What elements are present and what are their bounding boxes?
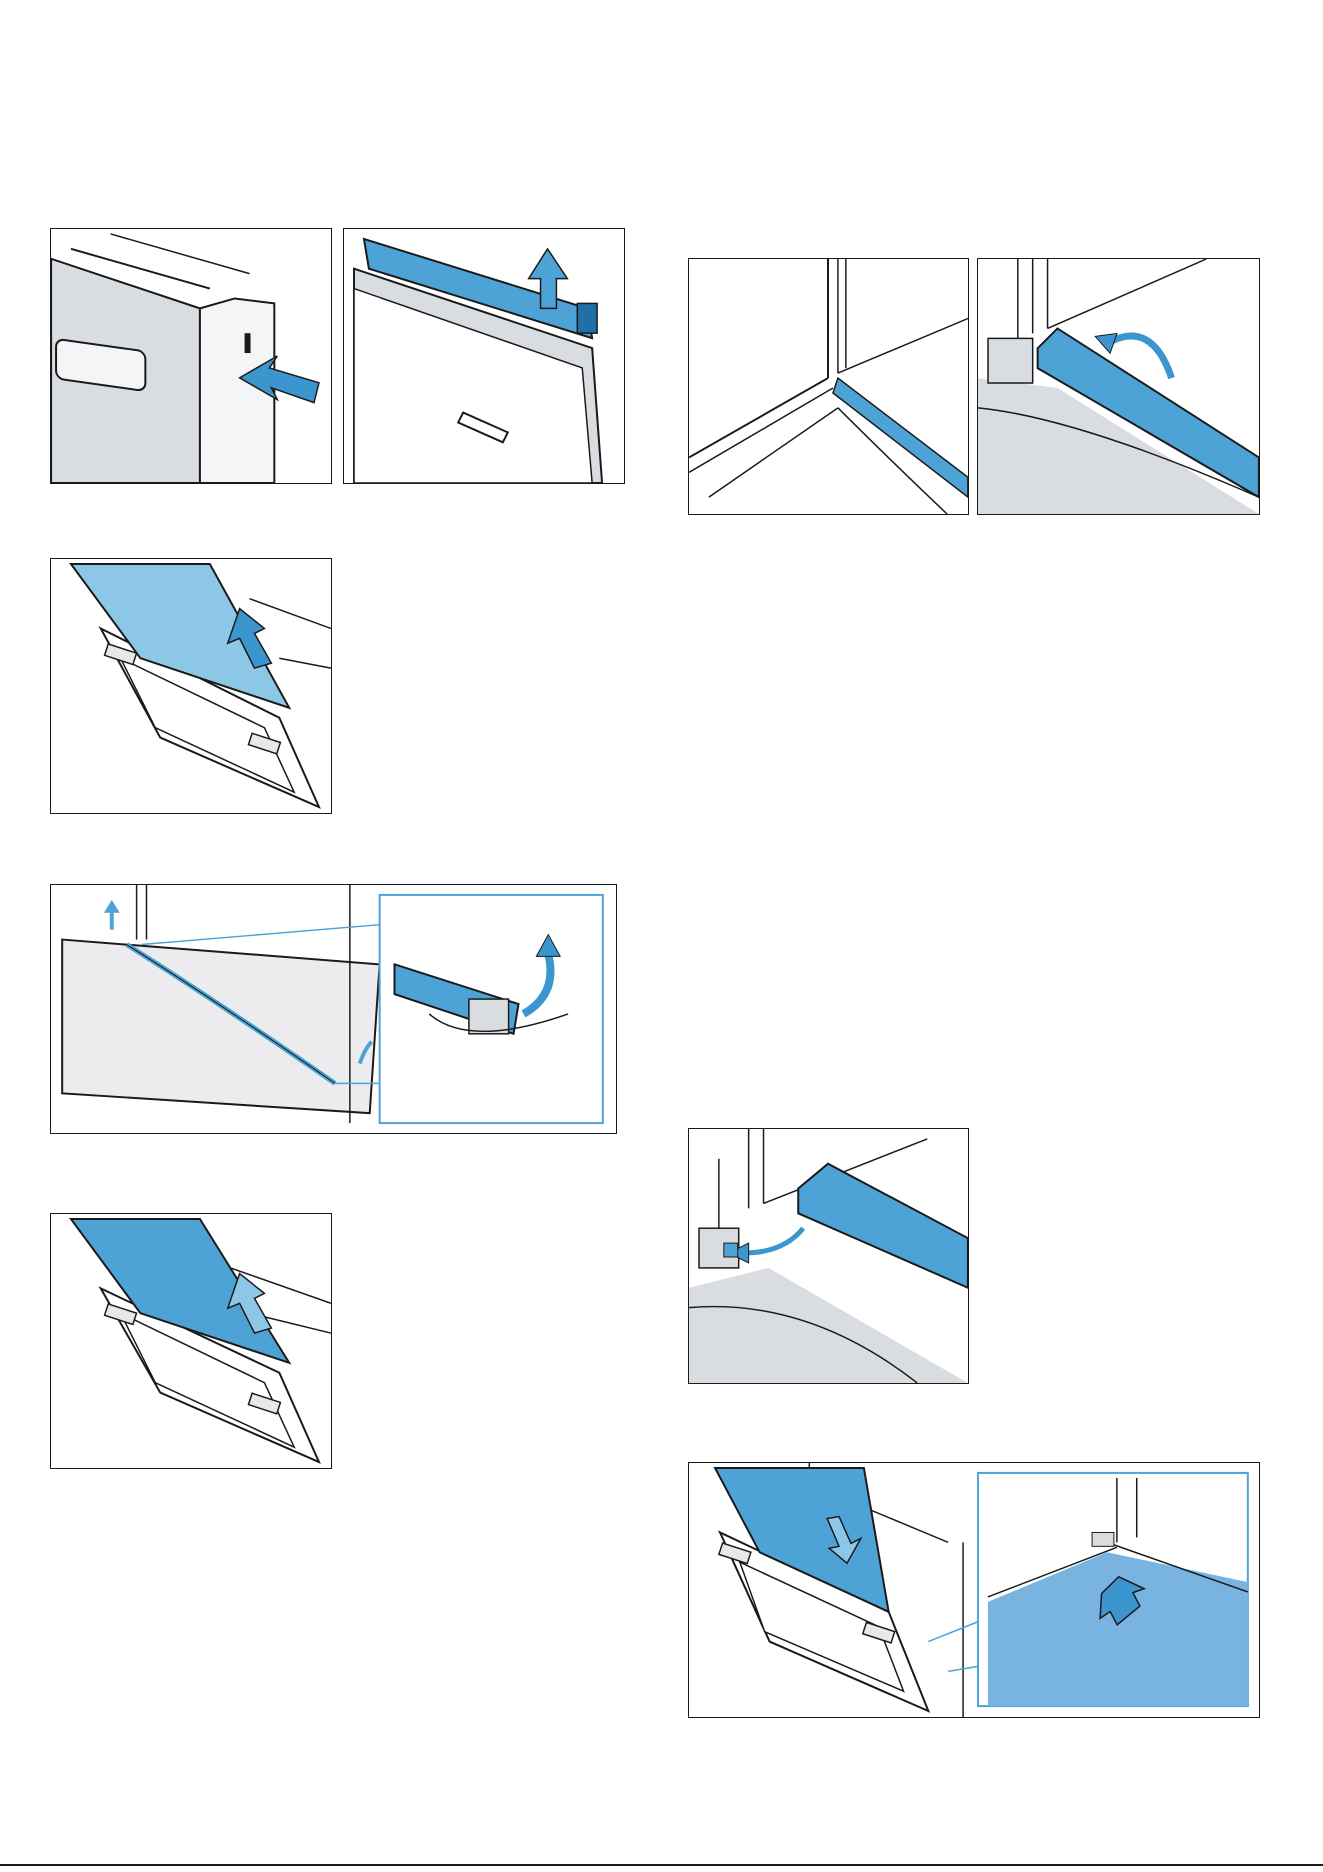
pane-insert-detail-illustration <box>689 1463 1259 1717</box>
inner-pane-remove-illustration <box>51 1214 331 1468</box>
glass-pane-remove-illustration <box>51 559 331 813</box>
seal-corner-illustration <box>689 259 968 514</box>
figure-seal-attach <box>688 1128 969 1384</box>
figure-cover-lift <box>343 228 625 484</box>
figure-seal-flip <box>977 258 1260 515</box>
seal-icon <box>833 378 968 497</box>
figure-seal-corner <box>688 258 969 515</box>
seal-flip-illustration <box>978 259 1259 514</box>
cover-release-illustration <box>51 229 331 483</box>
figure-pane-insert-detail <box>688 1462 1260 1718</box>
curved-arrow-icon <box>729 1228 803 1263</box>
figure-cover-release <box>50 228 332 484</box>
footer-rule <box>0 1864 1323 1866</box>
seal-remove-detail-illustration <box>51 885 616 1133</box>
cover-lift-illustration <box>344 229 624 483</box>
figure-glass-pane-remove <box>50 558 332 814</box>
figure-seal-remove-detail <box>50 884 617 1134</box>
seal-attach-illustration <box>689 1129 968 1383</box>
figure-inner-pane-remove <box>50 1213 332 1469</box>
